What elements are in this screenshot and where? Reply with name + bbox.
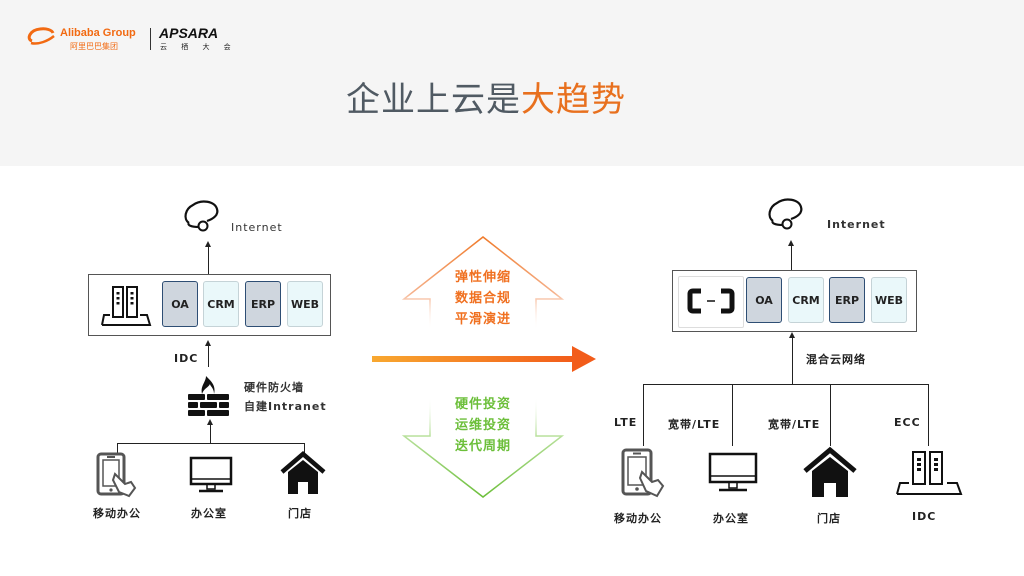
alibaba-brand-name: Alibaba Group <box>60 27 136 39</box>
right-connection-bus <box>643 384 928 385</box>
header-band <box>0 0 1024 166</box>
left-branch-store <box>304 443 305 455</box>
left-branch-mobile <box>117 443 118 455</box>
logo-divider <box>150 28 151 50</box>
right-mobile-touch-icon <box>620 448 668 502</box>
right-branch-store <box>830 384 831 446</box>
alibaba-logo <box>26 27 56 51</box>
left-label-mobile: 移动办公 <box>93 507 141 520</box>
reduction-item: 迭代周期 <box>454 439 511 454</box>
left-monitor-icon <box>189 456 233 497</box>
reductions-list: 硬件投资 运维投资 迭代周期 <box>440 394 526 457</box>
alibaba-cloud-logo-icon <box>687 288 735 314</box>
right-app-web: WEB <box>871 277 907 323</box>
left-endpoint-bus <box>117 443 304 444</box>
middle-arrows <box>401 236 565 498</box>
left-app-web: WEB <box>287 281 323 327</box>
right-branch-mobile <box>643 384 644 446</box>
right-network-connector <box>792 335 793 384</box>
benefit-item: 弹性伸缩 <box>454 270 511 285</box>
page-title: 企业上云是大趋势 <box>346 72 626 121</box>
right-cloud-icon <box>765 195 807 235</box>
left-label-office: 办公室 <box>191 507 227 520</box>
benefit-item: 平滑演进 <box>454 312 511 327</box>
right-network-arrowhead <box>789 332 795 338</box>
benefit-item: 数据合规 <box>454 291 511 306</box>
right-app-oa: OA <box>746 277 782 323</box>
benefits-list: 弹性伸缩 数据合规 平滑演进 <box>440 267 526 330</box>
intranet-label: 自建Intranet <box>244 400 327 413</box>
left-firewall-connector <box>210 422 211 444</box>
right-internet-arrowhead <box>788 240 794 246</box>
apsara-subtitle: 云 栖 大 会 <box>160 43 237 51</box>
right-server-rack-icon <box>895 450 963 498</box>
left-app-oa: OA <box>162 281 198 327</box>
link-label-store: 宽带/LTE <box>768 418 821 431</box>
left-mobile-touch-icon <box>95 452 139 502</box>
migration-arrow <box>372 346 596 372</box>
left-cloud-icon <box>181 197 223 237</box>
alibaba-cloud-logo-tile <box>678 276 744 328</box>
firewall-icon <box>188 374 230 420</box>
right-branch-idc <box>928 384 929 446</box>
left-firewall-arrowhead <box>207 419 213 425</box>
right-label-mobile: 移动办公 <box>614 512 662 525</box>
alibaba-smile-icon <box>27 27 55 45</box>
right-monitor-icon <box>708 452 758 497</box>
left-house-icon <box>280 451 326 498</box>
left-app-erp: ERP <box>245 281 281 327</box>
right-label-office: 办公室 <box>713 512 749 525</box>
left-app-crm: CRM <box>203 281 239 327</box>
right-app-crm: CRM <box>788 277 824 323</box>
left-label-store: 门店 <box>288 507 312 520</box>
reduction-item: 运维投资 <box>454 418 511 433</box>
link-label-mobile: LTE <box>614 416 638 429</box>
left-idc-arrowhead <box>205 340 211 346</box>
up-arrow-outline <box>401 236 565 330</box>
right-internet-label: Internet <box>827 218 886 231</box>
right-label-store: 门店 <box>817 512 841 525</box>
alibaba-brand-name-cn: 阿里巴巴集团 <box>70 42 118 51</box>
link-label-idc: ECC <box>894 416 921 429</box>
left-internet-connector <box>208 246 209 274</box>
down-arrow-outline <box>401 396 565 498</box>
left-server-rack-icon <box>101 286 152 326</box>
left-internet-label: Internet <box>231 221 283 234</box>
right-house-icon <box>802 446 858 501</box>
firewall-label: 硬件防火墙 <box>244 381 304 394</box>
right-app-erp: ERP <box>829 277 865 323</box>
left-idc-connector <box>208 343 209 367</box>
hybrid-network-label: 混合云网络 <box>806 353 866 366</box>
apsara-logo: APSARA <box>159 25 219 41</box>
right-internet-connector <box>791 243 792 270</box>
title-main: 企业上云是 <box>346 80 521 120</box>
migration-arrowhead <box>572 346 596 372</box>
left-idc-label: IDC <box>174 352 199 365</box>
left-internet-arrowhead <box>205 241 211 247</box>
link-label-office: 宽带/LTE <box>668 418 721 431</box>
right-label-idc: IDC <box>912 510 937 523</box>
title-accent: 大趋势 <box>521 80 626 120</box>
reduction-item: 硬件投资 <box>454 397 511 412</box>
right-branch-office <box>732 384 733 446</box>
